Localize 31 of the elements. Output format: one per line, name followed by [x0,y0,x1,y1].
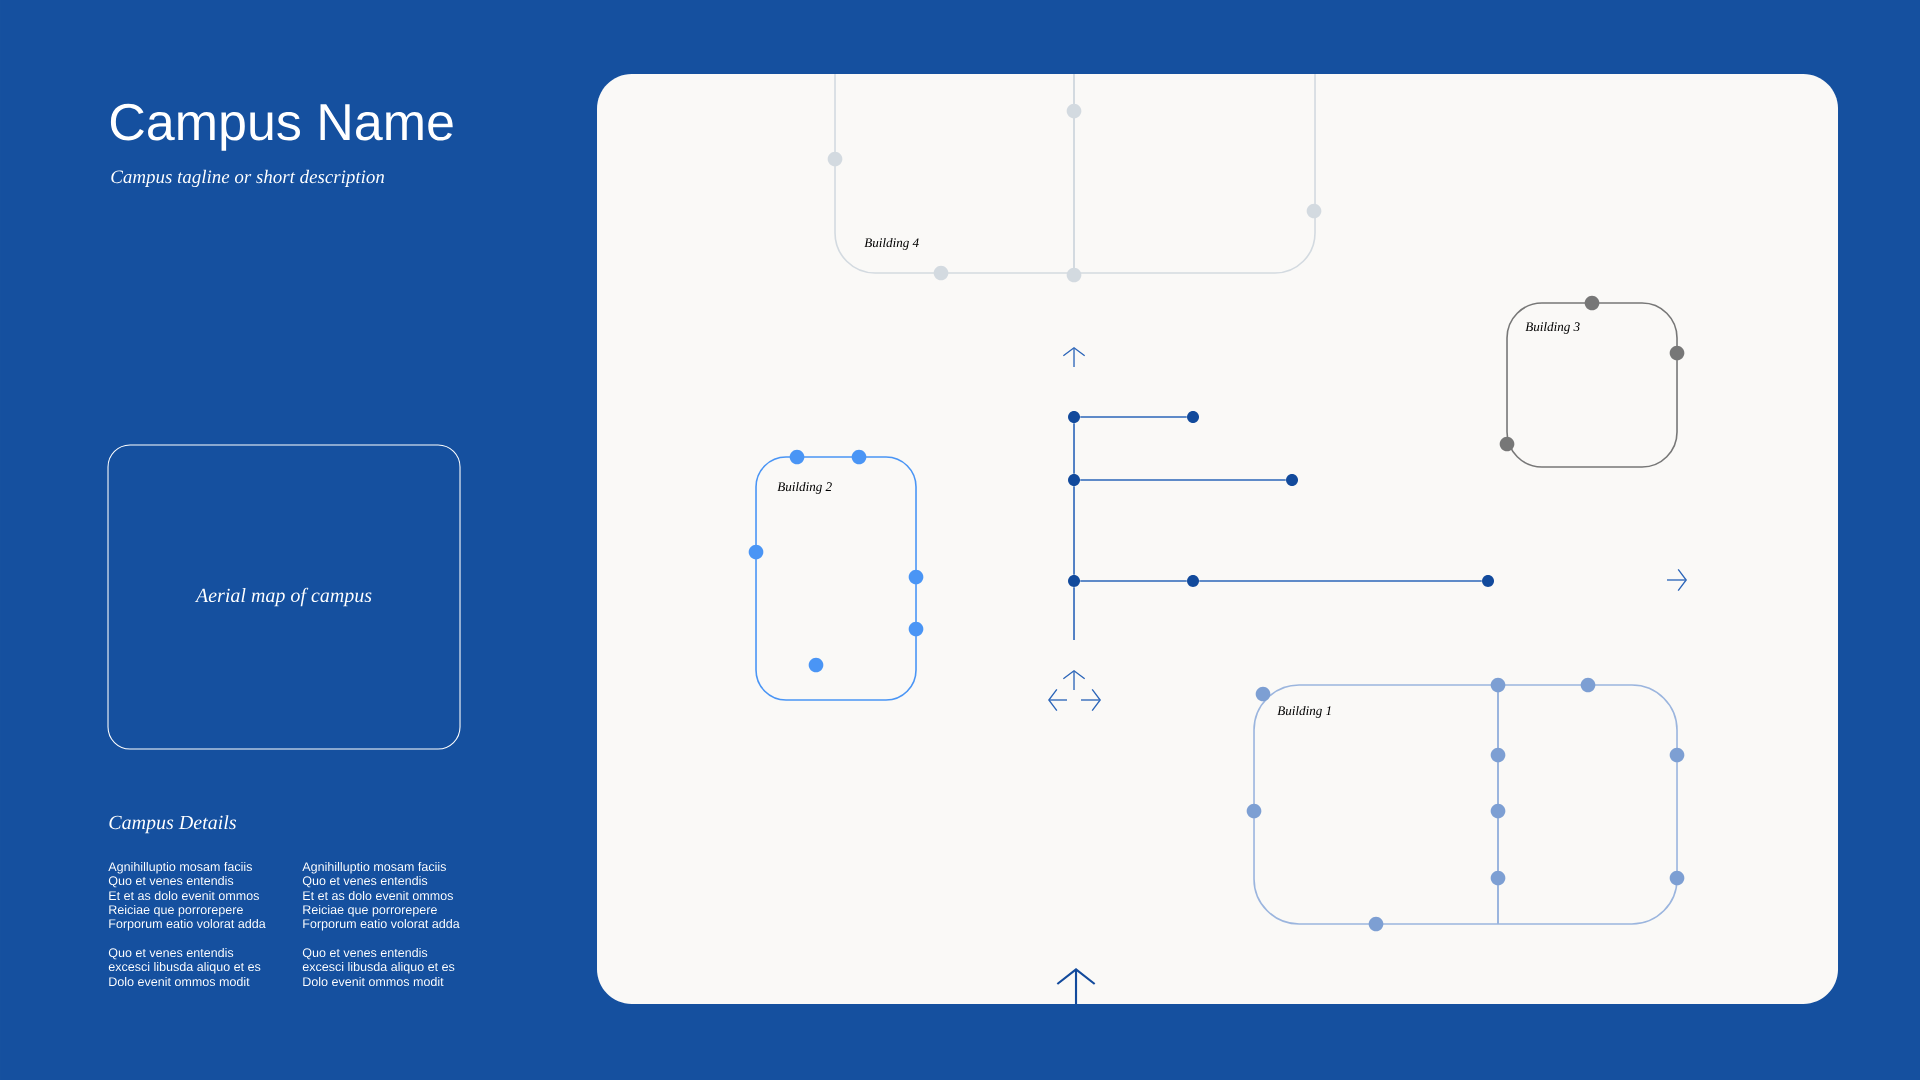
body-text: Dolo evenit ommos modit [303,976,444,987]
body-text: Agnihilluptio mosam faciis [302,861,446,874]
map-placeholder-box: Aerial map of campus [107,444,461,750]
body-text: Quo et venes entendis [302,947,428,960]
body-text: excesci libusda aliquo et es [302,961,455,974]
path-line [1079,479,1287,481]
body-text: Quo et venes entendis [302,875,428,888]
section-heading: Campus Details [109,815,236,834]
body-text: Reiciae que porrorepere [109,904,243,917]
title: Campus Name [110,103,453,151]
body-text: Forporum eatio volorat adda [303,918,460,931]
building-outline: Building 1 [1253,684,1678,925]
body-text: Quo et venes entendis [108,875,234,888]
body-text: excesci libusda aliquo et es [108,961,261,974]
building-outline: Building 2 [755,456,917,701]
path-line [1073,485,1075,576]
body-text: Quo et venes entendis [108,947,234,960]
building-outline: Building 4 [834,73,1316,274]
path-line [1198,580,1483,582]
body-text: Et et as dolo evenit ommos [109,890,259,901]
building-outline: Building 3 [1506,302,1678,468]
path-line [1073,586,1075,641]
body-text: Agnihilluptio mosam faciis [108,861,252,874]
body-text: Dolo evenit ommos modit [109,976,250,987]
path-line [1079,580,1188,582]
path-line [1073,422,1075,475]
body-text: Forporum eatio volorat adda [109,918,266,931]
path-line [1079,416,1188,418]
body-text: Et et as dolo evenit ommos [303,890,453,901]
body-text: Reiciae que porrorepere [303,904,437,917]
tagline: Campus tagline or short description [111,169,385,188]
